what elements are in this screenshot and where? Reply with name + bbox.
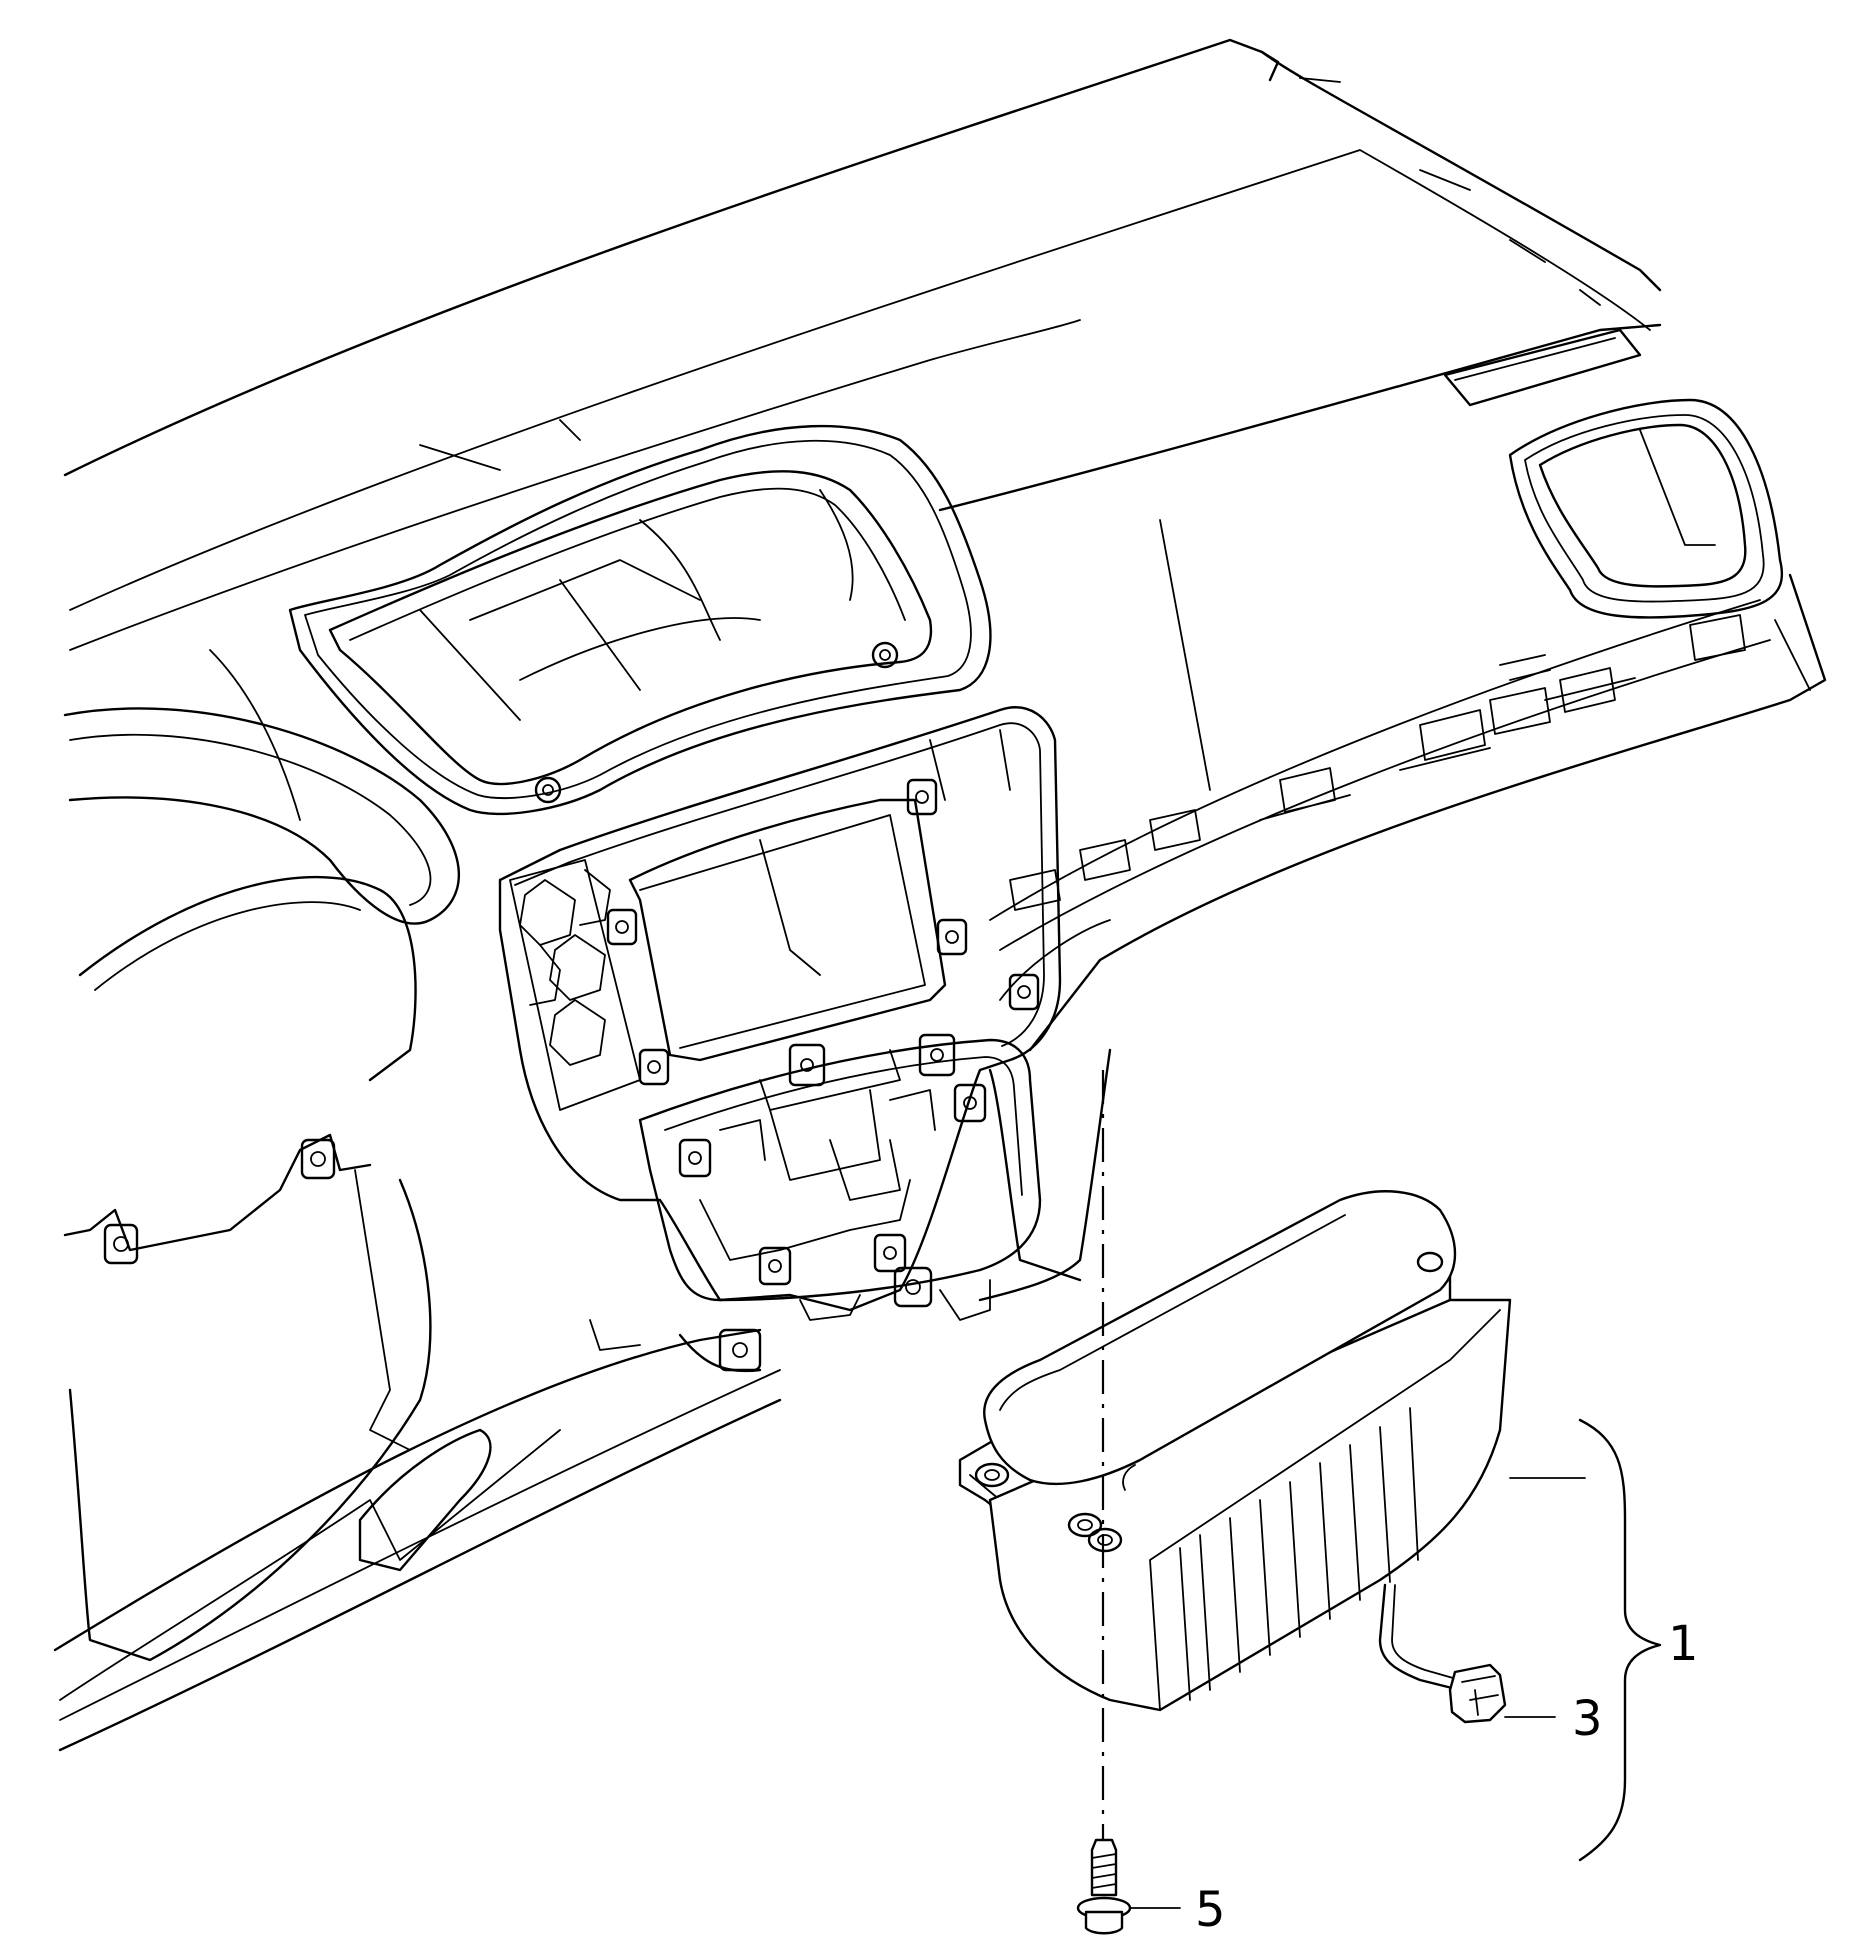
dashboard-panel (53, 38, 1827, 1752)
callout-airbag: 1 (1668, 1616, 1699, 1672)
assembly-bracket (1578, 1418, 1662, 1862)
callout-bolt: 5 (1195, 1882, 1226, 1938)
honeycomb-vent (509, 859, 641, 1111)
connector-plug (1448, 1663, 1507, 1724)
bolt (1076, 1838, 1132, 1935)
housing-ribs (1179, 1407, 1419, 1701)
clip-slots (1009, 614, 1746, 911)
callout-connector: 3 (1572, 1691, 1603, 1747)
passenger-airbag-unit (958, 1190, 1512, 1724)
